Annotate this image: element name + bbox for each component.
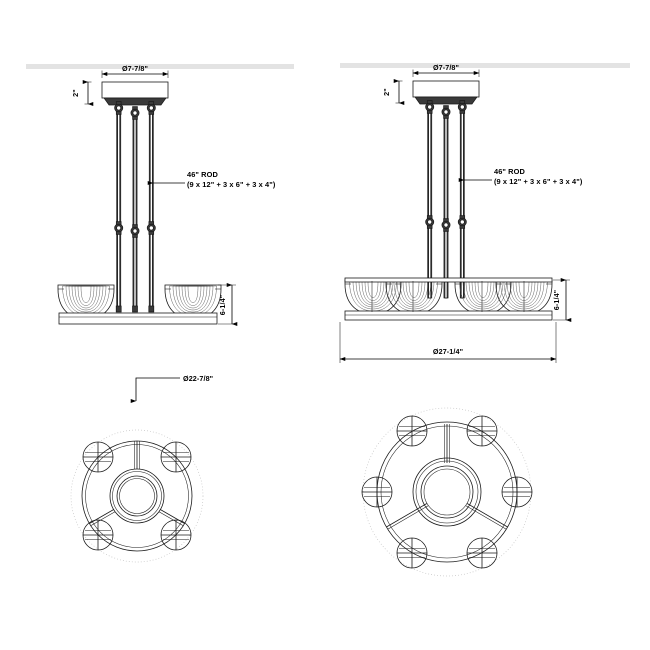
left-rod-assembly xyxy=(114,101,156,313)
left-plan-spokes xyxy=(89,441,185,526)
right-rod-note-line1: 46" ROD xyxy=(494,167,525,176)
right-canopy-diameter-dimension xyxy=(412,69,480,77)
left-bottom-rail xyxy=(58,312,218,325)
left-rod-note-line1: 46" ROD xyxy=(187,170,218,179)
right-rod-assembly xyxy=(425,100,467,299)
right-canopy-height-dimension xyxy=(393,79,405,105)
right-shade-height-dimension xyxy=(553,278,572,322)
left-shade-height-dimension xyxy=(218,283,238,326)
right-elevation xyxy=(339,69,572,363)
right-top-rail xyxy=(344,277,553,283)
left-shade-height-label: 6-1/4" xyxy=(218,295,227,315)
right-plan-view xyxy=(361,407,533,577)
ceiling-line-right xyxy=(340,63,630,68)
right-canopy-height-label: 2" xyxy=(382,88,391,96)
left-canopy-cover xyxy=(103,97,167,106)
right-canopy-diameter-label: Ø7-7/8" xyxy=(433,63,459,72)
right-canopy-cover xyxy=(414,96,478,105)
right-canopy-plate xyxy=(412,80,480,98)
left-elevation xyxy=(57,70,238,326)
right-shade-height-label: 6-1/4" xyxy=(552,290,561,310)
right-overall-diameter-label: Ø27-1/4" xyxy=(433,347,463,356)
left-rod-note-line2: (9 x 12" + 3 x 6" + 3 x 4") xyxy=(187,180,276,189)
right-shade-row xyxy=(344,279,553,315)
left-canopy-diameter-dimension xyxy=(101,70,169,78)
left-plan-diameter-leader xyxy=(130,377,180,403)
left-plan-extent-circle xyxy=(70,429,204,563)
right-plan-spokes xyxy=(386,424,508,530)
right-bottom-rail xyxy=(344,310,553,321)
left-plan-view xyxy=(70,429,204,563)
right-overall-diameter-dimension xyxy=(339,322,557,363)
left-canopy-plate xyxy=(101,81,169,99)
left-canopy-diameter-label: Ø7-7/8" xyxy=(122,64,148,73)
ceiling-line-left xyxy=(26,64,294,69)
left-canopy-height-dimension xyxy=(82,80,94,106)
left-plan-diameter-label: Ø22-7/8" xyxy=(183,374,213,383)
right-rod-note-line2: (9 x 12" + 3 x 6" + 3 x 4") xyxy=(494,177,583,186)
left-canopy-height-label: 2" xyxy=(71,89,80,97)
